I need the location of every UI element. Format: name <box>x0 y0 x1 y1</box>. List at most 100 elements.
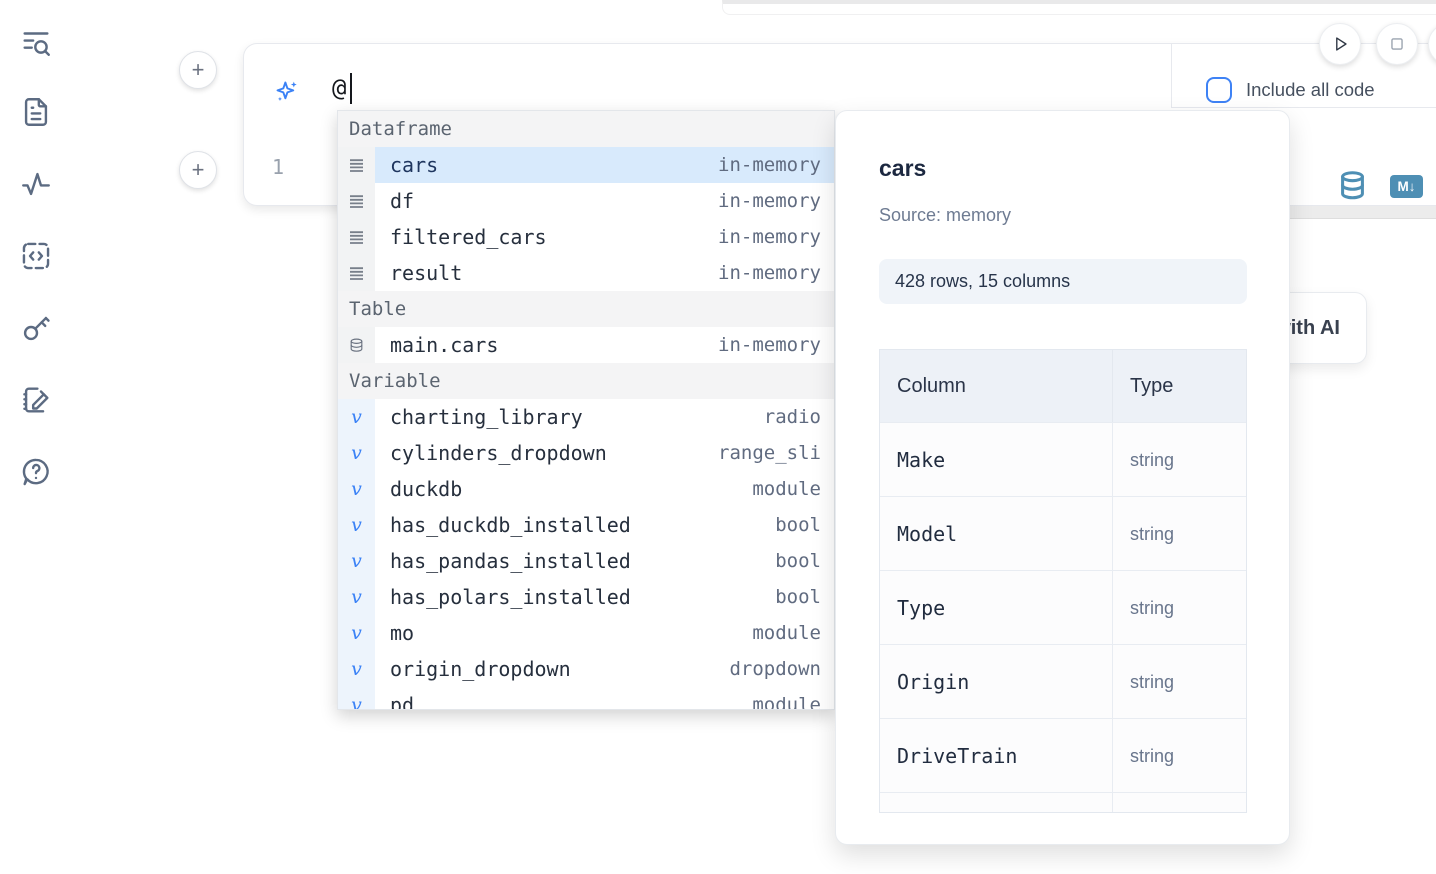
variable-icon: v <box>351 585 362 608</box>
previous-cell-edge <box>722 0 1436 15</box>
table-row: Model string <box>880 496 1246 570</box>
text-cursor <box>350 73 352 104</box>
dataframe-icon <box>350 230 363 244</box>
type-header: Type <box>1130 375 1174 397</box>
include-all-code-label: Include all code <box>1246 79 1375 100</box>
variable-icon: v <box>351 549 362 572</box>
include-all-code-checkbox[interactable] <box>1206 77 1232 103</box>
file-search-icon[interactable] <box>16 22 56 62</box>
run-cell-button[interactable] <box>1319 23 1361 65</box>
completion-name: result <box>390 261 463 285</box>
variable-icon: v <box>351 513 362 536</box>
table-row: Origin string <box>880 644 1246 718</box>
completion-name: pd <box>390 693 415 710</box>
ai-prompt-input[interactable]: @ <box>332 74 347 102</box>
completion-section-header: Dataframe <box>338 111 834 147</box>
divider <box>1171 44 1172 107</box>
completion-item[interactable]: v result in-memory <box>338 255 834 291</box>
completion-name: has_duckdb_installed <box>390 513 631 537</box>
line-number: 1 <box>272 155 285 179</box>
column-type: string <box>1130 746 1175 766</box>
completion-detail: in-memory <box>718 226 821 248</box>
completion-item[interactable]: v duckdb module <box>338 471 834 507</box>
completion-item[interactable]: v has_pandas_installed bool <box>338 543 834 579</box>
completion-item[interactable]: v mo module <box>338 615 834 651</box>
markdown-icon[interactable]: M↓ <box>1390 175 1423 198</box>
columns-table: Column Type Make string Model string Typ… <box>879 349 1247 813</box>
column-name: DriveTrain <box>880 719 1113 792</box>
variable-icon: v <box>351 441 362 464</box>
column-name: Model <box>880 497 1113 570</box>
completion-detail: module <box>752 694 821 710</box>
completion-kind-icon: v <box>338 147 375 183</box>
completion-item[interactable]: v main.cars in-memory <box>338 327 834 363</box>
dataframe-icon <box>350 158 363 172</box>
divider <box>1171 107 1436 108</box>
completion-section-header: Table <box>338 291 834 327</box>
completion-detail: module <box>752 622 821 644</box>
left-sidebar <box>0 0 72 874</box>
completion-item[interactable]: v filtered_cars in-memory <box>338 219 834 255</box>
columns-table-header: Column Type <box>880 350 1246 422</box>
shape-badge: 428 rows, 15 columns <box>879 259 1247 304</box>
completion-name: main.cars <box>390 333 499 357</box>
database-icon[interactable] <box>1336 169 1369 202</box>
column-name: Type <box>880 571 1113 644</box>
completion-kind-icon: v <box>338 435 375 471</box>
completion-section: Dataframe v cars in-memory <box>338 111 834 291</box>
completion-detail: bool <box>775 514 821 536</box>
completion-item[interactable]: v has_polars_installed bool <box>338 579 834 615</box>
completion-kind-icon: v <box>338 399 375 435</box>
completion-name: origin_dropdown <box>390 657 571 681</box>
column-type: string <box>1130 450 1175 470</box>
completion-section-header: Variable <box>338 363 834 399</box>
completion-name: has_pandas_installed <box>390 549 631 573</box>
stop-icon <box>1391 38 1403 50</box>
activity-icon[interactable] <box>16 164 56 204</box>
preview-source: Source: memory <box>879 205 1012 225</box>
completion-item[interactable]: v cylinders_dropdown range_sli <box>338 435 834 471</box>
variable-icon: v <box>351 621 362 644</box>
completion-kind-icon: v <box>338 255 375 291</box>
completion-detail: radio <box>763 406 821 428</box>
completion-detail: bool <box>775 550 821 572</box>
scratchpad-icon[interactable] <box>16 380 56 420</box>
ai-sparkle-icon <box>273 78 300 105</box>
completion-kind-icon: v <box>338 327 375 363</box>
key-icon[interactable] <box>16 308 56 348</box>
document-icon[interactable] <box>16 92 56 132</box>
completion-detail: bool <box>775 586 821 608</box>
completion-item[interactable]: v df in-memory <box>338 183 834 219</box>
completion-kind-icon: v <box>338 471 375 507</box>
stop-button[interactable] <box>1376 23 1418 65</box>
add-cell-below-button[interactable]: + <box>179 151 217 189</box>
completion-kind-icon: v <box>338 651 375 687</box>
completion-name: filtered_cars <box>390 225 547 249</box>
completion-item[interactable]: v charting_library radio <box>338 399 834 435</box>
completion-item[interactable]: v cars in-memory <box>338 147 834 183</box>
completion-name: has_polars_installed <box>390 585 631 609</box>
completion-kind-icon: v <box>338 183 375 219</box>
add-cell-above-button[interactable]: + <box>179 51 217 89</box>
preview-title: cars <box>879 155 927 181</box>
dataframe-preview-panel: cars Source: memory 428 rows, 15 columns… <box>835 110 1290 845</box>
play-icon <box>1336 37 1347 51</box>
completion-kind-icon: v <box>338 219 375 255</box>
completion-item[interactable]: v origin_dropdown dropdown <box>338 651 834 687</box>
completion-item[interactable]: v pd module <box>338 687 834 710</box>
completion-item[interactable]: v has_duckdb_installed bool <box>338 507 834 543</box>
completion-detail: in-memory <box>718 334 821 356</box>
column-type: string <box>1130 598 1175 618</box>
completion-detail: in-memory <box>718 190 821 212</box>
dataframe-icon <box>350 194 363 208</box>
column-name: Make <box>880 423 1113 496</box>
help-icon[interactable] <box>16 452 56 492</box>
table-row: Type string <box>880 570 1246 644</box>
completion-section: Variable v charting_library radio <box>338 363 834 710</box>
snippets-icon[interactable] <box>16 236 56 276</box>
table-db-icon <box>350 338 363 352</box>
column-type: string <box>1130 524 1175 544</box>
completion-name: df <box>390 189 415 213</box>
completion-detail: module <box>752 478 821 500</box>
